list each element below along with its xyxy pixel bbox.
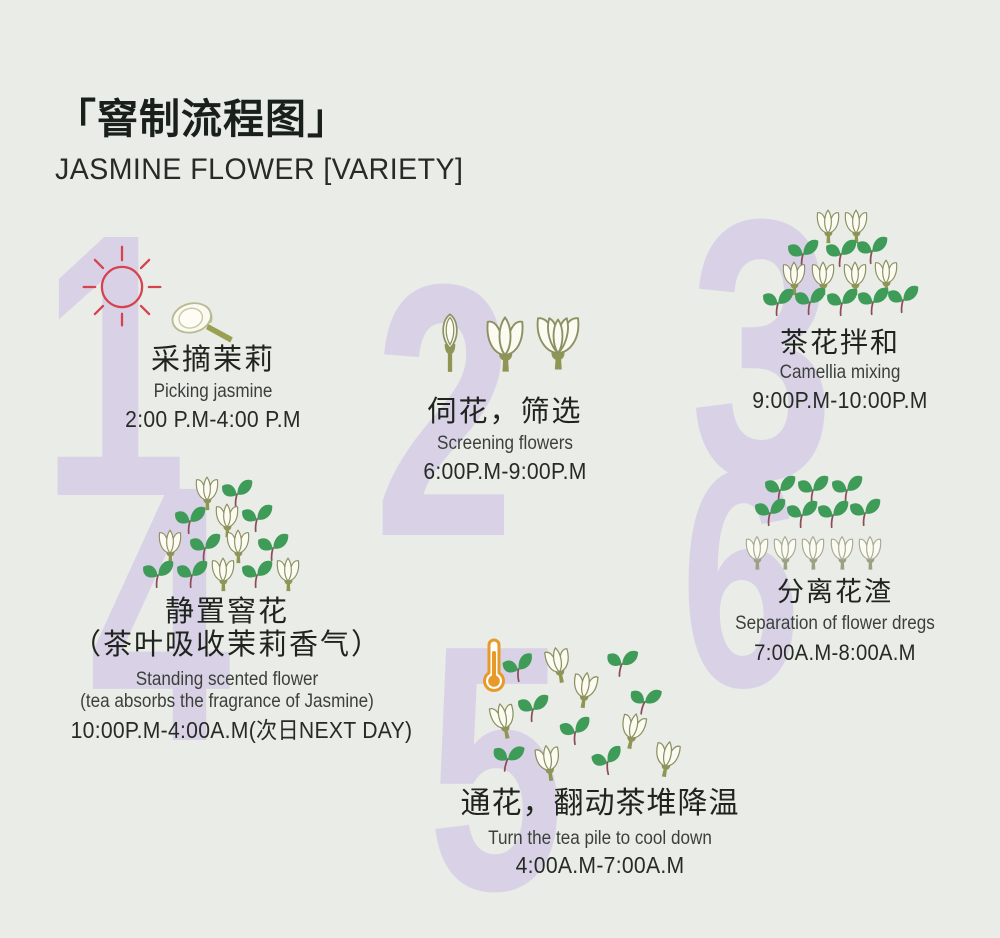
jasmine-flower-icon	[649, 734, 686, 781]
tea-leaf-icon	[515, 690, 551, 723]
jasmine-flower-pale-icon	[856, 531, 884, 571]
step-3-time: 9:00P.M-10:00P.M	[752, 387, 928, 414]
step-1-title-cn: 采摘茉莉	[150, 344, 275, 376]
step-4-subtitle-en-2: (tea absorbs the fragrance of Jasmine)	[80, 690, 374, 712]
jasmine-flower-icon	[567, 665, 603, 711]
tea-leaf-icon	[603, 643, 642, 679]
jasmine-flower-icon	[530, 738, 566, 784]
step-5-subtitle-en: Turn the tea pile to cool down	[488, 827, 712, 849]
page-subtitle: JASMINE FLOWER [VARIETY]	[55, 153, 464, 187]
step-5-title-cn: 通花，翻动茶堆降温	[460, 787, 740, 820]
tea-leaf-icon	[847, 494, 883, 527]
tea-leaf-icon	[885, 281, 921, 314]
step-2-subtitle-en: Screening flowers	[437, 433, 573, 455]
step-1-time: 2:00 P.M-4:00 P.M	[125, 406, 301, 433]
jasmine-flower-pale-icon	[828, 531, 856, 571]
jasmine-flower-open-icon	[533, 308, 583, 371]
jasmine-flower-pale-icon	[743, 531, 771, 571]
step-2: 伺花，筛选 Screening flowers 6:00P.M-9:00P.M	[385, 396, 625, 485]
tea-leaf-icon	[174, 556, 210, 589]
step-4: 静置窨花 （茶叶吸收茉莉香气） Standing scented flower …	[57, 596, 413, 744]
step-6: 分离花渣 Separation of flower dregs 7:00A.M-…	[715, 577, 955, 665]
header: 「窨制流程图」 JASMINE FLOWER [VARIETY]	[55, 96, 485, 187]
tea-leaf-icon	[792, 283, 828, 316]
jasmine-bud-icon	[163, 295, 241, 349]
tea-leaf-icon	[556, 711, 595, 747]
sun-icon	[76, 241, 168, 333]
jasmine-flower-pale-icon	[799, 531, 827, 571]
step-4-title-cn: 静置窨花	[164, 596, 289, 628]
step-1-subtitle-en: Picking jasmine	[153, 381, 273, 403]
step-5-time: 4:00A.M-7:00A.M	[515, 852, 685, 879]
step-2-title-cn: 伺花，筛选	[427, 396, 583, 428]
step-6-time: 7:00A.M-8:00A.M	[754, 639, 916, 665]
tea-leaf-icon	[586, 740, 627, 779]
step-2-time: 6:00P.M-9:00P.M	[423, 458, 587, 485]
jasmine-flower-icon	[209, 553, 237, 592]
tea-leaf-icon	[488, 737, 528, 775]
step-number-1: 1	[41, 157, 187, 575]
step-4-title-cn-2: （茶叶吸收茉莉香气）	[71, 629, 382, 662]
step-3-subtitle-en: Camellia mixing	[779, 362, 901, 384]
step-3: 茶花拌和 Camellia mixing 9:00P.M-10:00P.M	[720, 327, 960, 413]
step-number-6: 6	[680, 405, 802, 752]
step-3-title-cn: 茶花拌和	[779, 327, 900, 358]
step-number-2: 2	[373, 210, 515, 612]
jasmine-flower-pale-icon	[771, 531, 799, 571]
step-6-subtitle-en: Separation of flower dregs	[735, 613, 935, 635]
step-1: 采摘茉莉 Picking jasmine 2:00 P.M-4:00 P.M	[93, 344, 333, 433]
tea-leaf-icon	[140, 556, 176, 589]
jasmine-flower-half-open-icon	[482, 309, 528, 373]
step-5: 通花，翻动茶堆降温 Turn the tea pile to cool down…	[440, 787, 760, 879]
page-title: 「窨制流程图」	[55, 96, 349, 142]
step-number-3: 3	[689, 143, 835, 556]
tea-leaf-icon	[760, 284, 796, 317]
jasmine-bud-closed-icon	[430, 310, 470, 374]
tea-leaf-icon	[239, 556, 275, 589]
step-4-time: 10:00P.M-4:00A.M(次日NEXT DAY)	[70, 717, 413, 744]
jasmine-flower-icon	[274, 553, 302, 592]
step-6-title-cn: 分离花渣	[777, 577, 893, 607]
tea-leaf-icon	[815, 496, 851, 529]
tea-leaf-icon	[752, 494, 788, 527]
tea-leaf-icon	[498, 647, 538, 685]
step-4-subtitle-en: Standing scented flower	[135, 668, 319, 690]
